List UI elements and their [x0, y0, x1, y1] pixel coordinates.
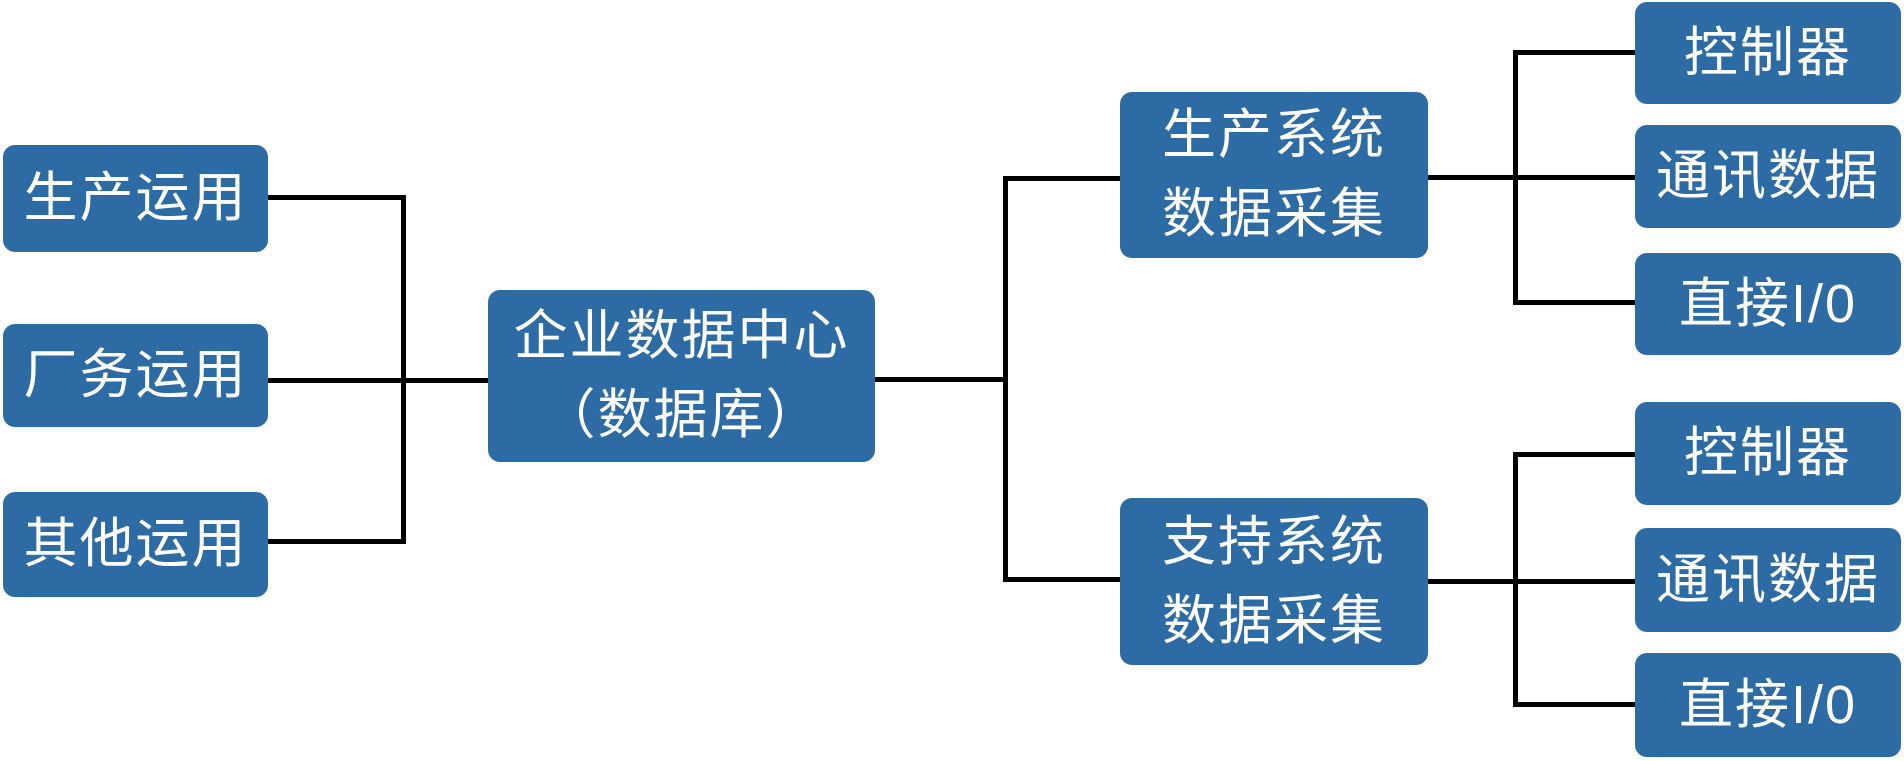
node-prod-comm-data-label: 通讯数据 — [1656, 146, 1880, 207]
connector-support-collection-out — [1428, 579, 1635, 584]
node-other-application-label: 其他运用 — [23, 514, 248, 575]
node-prod-direct-io-label: 直接I/0 — [1678, 273, 1858, 334]
node-plant-application: 厂务运用 — [3, 324, 268, 427]
connector-trunk-to-support-collection — [1003, 577, 1120, 582]
node-other-application: 其他运用 — [3, 492, 268, 597]
node-supp-comm-data-label: 通讯数据 — [1656, 549, 1880, 610]
node-prod-controller-label: 控制器 — [1684, 22, 1852, 83]
node-support-system-collection-label: 支持系统 数据采集 — [1162, 511, 1386, 651]
node-supp-comm-data: 通讯数据 — [1635, 528, 1901, 632]
node-production-system-collection-label: 生产系统 数据采集 — [1162, 105, 1386, 244]
connector-to-supp-controller — [1513, 452, 1635, 457]
connector-right-trunk — [1003, 176, 1008, 582]
connector-bottom-fan-trunk — [1513, 452, 1518, 707]
connector-data-center-to-right-trunk — [875, 377, 1005, 382]
node-support-system-collection: 支持系统 数据采集 — [1120, 498, 1428, 665]
node-plant-application-label: 厂务运用 — [23, 345, 248, 406]
connector-to-prod-direct-io — [1513, 300, 1635, 305]
connector-to-supp-direct-io — [1513, 702, 1635, 707]
connector-left-trunk — [401, 195, 406, 544]
connector-production-app-to-trunk — [268, 195, 403, 200]
connector-production-collection-out — [1428, 175, 1635, 180]
node-enterprise-data-center: 企业数据中心 （数据库） — [488, 290, 875, 462]
node-supp-controller-label: 控制器 — [1684, 423, 1852, 484]
node-supp-controller: 控制器 — [1635, 402, 1901, 505]
node-prod-direct-io: 直接I/0 — [1635, 253, 1901, 355]
connector-top-fan-trunk — [1513, 50, 1518, 305]
connector-trunk-to-production-collection — [1003, 176, 1120, 181]
connector-other-app-to-trunk — [268, 539, 403, 544]
node-enterprise-data-center-label: 企业数据中心 （数据库） — [513, 306, 850, 445]
node-production-system-collection: 生产系统 数据采集 — [1120, 92, 1428, 258]
node-prod-comm-data: 通讯数据 — [1635, 125, 1901, 228]
node-supp-direct-io: 直接I/0 — [1635, 653, 1901, 757]
node-production-application-label: 生产运用 — [23, 168, 248, 229]
connector-to-prod-controller — [1513, 50, 1635, 55]
node-production-application: 生产运用 — [3, 145, 268, 252]
connector-plant-app-to-data-center — [268, 378, 488, 383]
node-prod-controller: 控制器 — [1635, 2, 1901, 104]
node-supp-direct-io-label: 直接I/0 — [1678, 674, 1858, 735]
